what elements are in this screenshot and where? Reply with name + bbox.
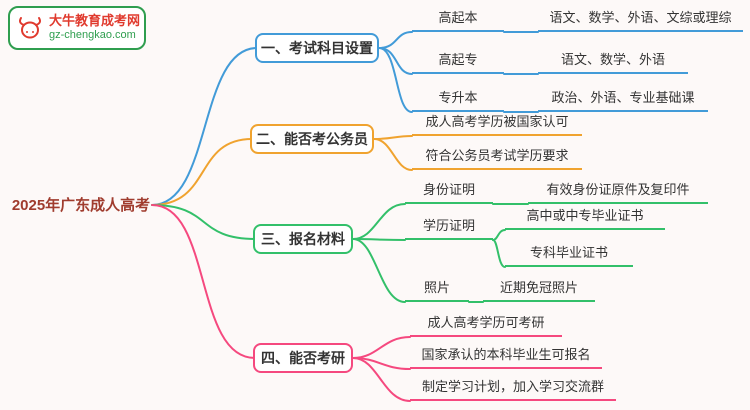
leaf-gaoqiben: 高起本 — [412, 8, 504, 32]
leaf-id-proof: 身份证明 — [405, 180, 493, 204]
branch-1-connectors — [151, 30, 539, 206]
branch-3-connectors — [151, 203, 529, 303]
branch-node-materials: 三、报名材料 — [253, 224, 353, 254]
leaf-meets-requirements: 符合公务员考试学历要求 — [412, 146, 582, 170]
leaf-photo: 照片 — [405, 278, 469, 302]
leaf-highschool-diploma: 高中或中专毕业证书 — [505, 206, 665, 230]
branch-node-civil-service: 二、能否考公务员 — [250, 124, 374, 154]
leaf-recognized-by-state: 成人高考学历被国家认可 — [412, 112, 582, 136]
logo-title: 大牛教育成考网 — [49, 13, 141, 28]
leaf-gaoqiben-subjects: 语文、数学、外语、文综或理综 — [538, 8, 743, 32]
bull-icon — [19, 17, 41, 39]
branch-4-connectors — [151, 204, 411, 402]
leaf-bachelor-can-register: 国家承认的本科毕业生可报名 — [410, 345, 602, 369]
leaf-zhuanshengben: 专升本 — [412, 88, 504, 112]
site-logo: 大牛教育成考网 gz-chengkao.com — [8, 6, 146, 50]
leaf-study-plan: 制定学习计划，加入学习交流群 — [410, 377, 616, 401]
leaf-zhuanshengben-subjects: 政治、外语、专业基础课 — [538, 88, 708, 112]
root-node: 2025年广东成人高考 — [11, 197, 151, 214]
leaf-can-take-kaoyan: 成人高考学历可考研 — [410, 313, 562, 337]
leaf-gaoqizhuan-subjects: 语文、数学、外语 — [538, 50, 688, 74]
logo-domain: gz-chengkao.com — [49, 29, 136, 42]
leaf-education-proof: 学历证明 — [405, 216, 493, 240]
logo-texts: 大牛教育成考网 gz-chengkao.com — [49, 13, 140, 43]
branch-2-connectors — [151, 135, 413, 206]
branch-node-postgraduate: 四、能否考研 — [253, 343, 353, 373]
leaf-gaoqizhuan: 高起专 — [412, 50, 504, 74]
leaf-photo-detail: 近期免冠照片 — [483, 278, 595, 302]
leaf-college-diploma: 专科毕业证书 — [505, 243, 633, 267]
leaf-id-proof-detail: 有效身份证原件及复印件 — [528, 180, 708, 204]
branch-node-exam-subjects: 一、考试科目设置 — [255, 33, 379, 63]
